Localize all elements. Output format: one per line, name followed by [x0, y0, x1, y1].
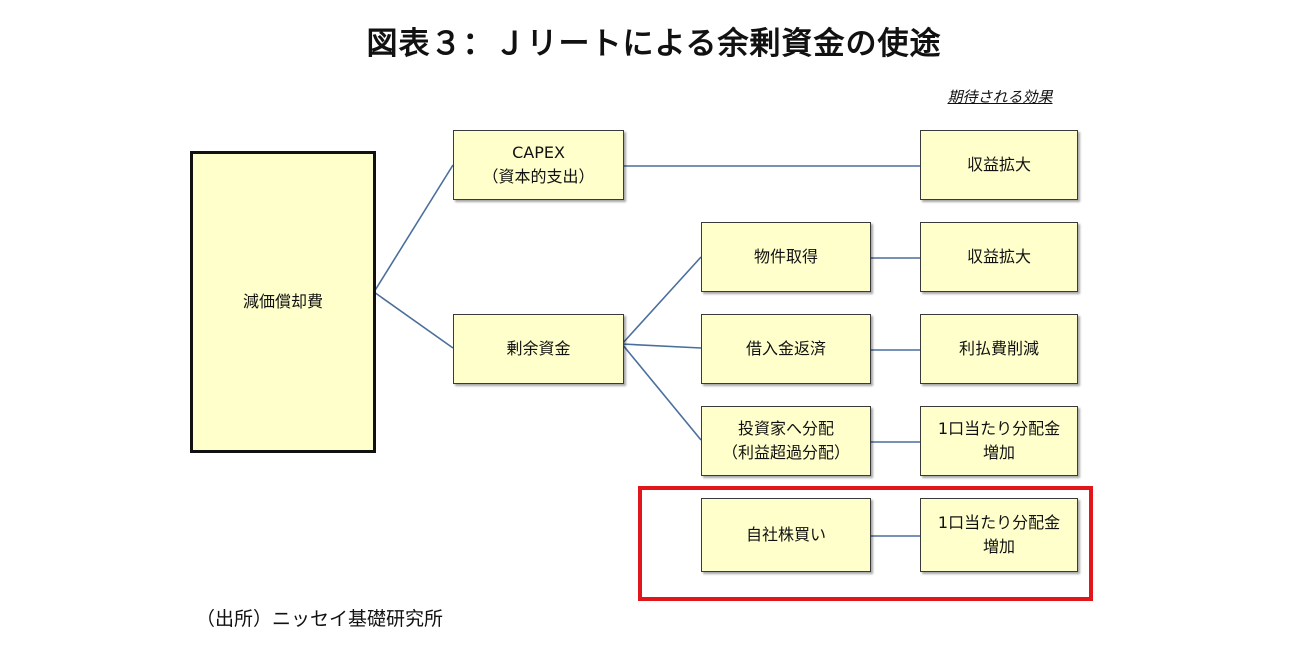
- connector-surplus-acquisition: [621, 256, 702, 345]
- capex-box: CAPEX （資本的支出）: [453, 130, 624, 200]
- connector-surplus-repayment: [621, 343, 702, 349]
- debt-repayment-label: 借入金返済: [745, 339, 826, 358]
- investor-distribution-label: 投資家へ分配: [737, 419, 834, 438]
- depreciation-box: 減価償却費: [190, 151, 376, 453]
- effect-buyback-sublabel: 増加: [982, 537, 1015, 556]
- effect-acquisition-box: 収益拡大: [920, 222, 1078, 292]
- debt-repayment-box: 借入金返済: [701, 314, 871, 384]
- capex-label: CAPEX: [512, 143, 565, 162]
- connector-surplus-distribution: [621, 343, 702, 441]
- connector-depreciation-capex: [373, 164, 454, 293]
- property-acquisition-label: 物件取得: [753, 247, 818, 266]
- effect-capex-label: 収益拡大: [966, 155, 1031, 174]
- share-buyback-label: 自社株買い: [745, 525, 826, 544]
- capex-sublabel: （資本的支出）: [482, 167, 595, 186]
- diagram-title: 図表３：Ｊリートによる余剰資金の使途: [366, 26, 942, 62]
- effect-capex-box: 収益拡大: [920, 130, 1078, 200]
- connector-depreciation-surplus: [373, 291, 454, 349]
- source-note: （出所）ニッセイ基礎研究所: [196, 608, 444, 630]
- effect-buyback-box: 1口当たり分配金 増加: [920, 498, 1078, 572]
- effect-buyback-label: 1口当たり分配金: [937, 513, 1061, 532]
- effect-distribution-box: 1口当たり分配金 増加: [920, 406, 1078, 476]
- effect-repayment-box: 利払費削減: [920, 314, 1078, 384]
- share-buyback-box: 自社株買い: [701, 498, 871, 572]
- surplus-funds-box: 剰余資金: [453, 314, 624, 384]
- effect-distribution-label: 1口当たり分配金: [937, 419, 1061, 438]
- effect-acquisition-label: 収益拡大: [966, 247, 1031, 266]
- surplus-funds-label: 剰余資金: [506, 339, 571, 358]
- property-acquisition-box: 物件取得: [701, 222, 871, 292]
- expected-effect-header: 期待される効果: [947, 88, 1053, 106]
- investor-distribution-sublabel: （利益超過分配）: [721, 443, 850, 462]
- effect-distribution-sublabel: 増加: [982, 443, 1015, 462]
- effect-repayment-label: 利払費削減: [958, 339, 1039, 358]
- investor-distribution-box: 投資家へ分配 （利益超過分配）: [701, 406, 871, 476]
- buyback-highlight-frame: [638, 486, 1093, 601]
- depreciation-label: 減価償却費: [242, 292, 323, 311]
